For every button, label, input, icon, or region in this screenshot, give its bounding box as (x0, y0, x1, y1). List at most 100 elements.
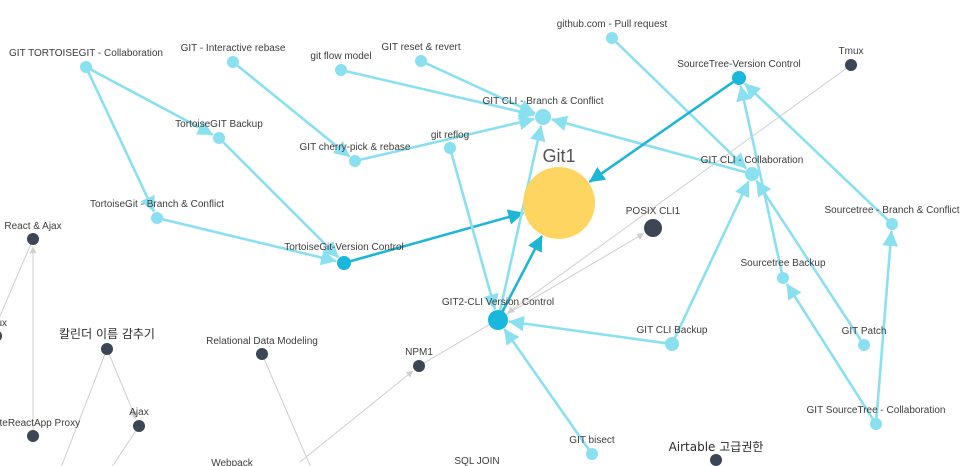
node-tmux-partial[interactable]: ux (0, 318, 7, 342)
node-circle-npm[interactable] (413, 360, 425, 372)
node-circle-st-backup[interactable] (777, 272, 789, 284)
node-label-npm: NPM1 (405, 347, 433, 358)
edge-interactive-rebase-to-cherry-pick (236, 64, 351, 158)
node-circle-reset-revert[interactable] (415, 55, 427, 67)
node-st-backup[interactable]: Sourcetree Backup (740, 258, 826, 284)
edge-tortoise-backup-to-tortoise-vc (221, 140, 339, 258)
edge-st-backup-to-st-vc (736, 85, 784, 274)
edge-cherry-pick-to-cli-branch (359, 114, 535, 161)
node-circle-tmux-partial[interactable] (0, 330, 2, 342)
node-react-ajax[interactable]: React & Ajax (4, 221, 62, 245)
node-npm[interactable]: NPM1 (405, 347, 433, 372)
node-interactive-rebase[interactable]: GIT - Interactive rebase (181, 43, 286, 68)
node-st-collab[interactable]: GIT SourceTree - Collaboration (807, 405, 946, 430)
node-cherry-pick[interactable]: GIT cherry-pick & rebase (300, 142, 411, 167)
edge-git2-cli-to-git1 (501, 235, 543, 313)
node-sql-join[interactable]: SQL JOIN (454, 456, 499, 466)
node-circle-tortoise-backup[interactable] (213, 132, 225, 144)
edge-st-collab-to-st-branch (875, 230, 899, 420)
node-circle-posix[interactable] (644, 219, 662, 237)
node-circle-airtable[interactable] (710, 454, 722, 466)
edge-github-pr-to-cli-collab (615, 40, 747, 170)
node-circle-react-ajax[interactable] (27, 233, 39, 245)
node-cli-backup[interactable]: GIT CLI Backup (637, 325, 708, 351)
node-bisect[interactable]: GIT bisect (569, 435, 615, 460)
edge-tmux-to-git2-cli (507, 68, 847, 314)
node-circle-bisect[interactable] (586, 448, 598, 460)
node-circle-interactive-rebase[interactable] (227, 56, 239, 68)
edge-st-collab-to-st-backup (785, 283, 875, 421)
node-ajax[interactable]: Ajax (129, 407, 149, 432)
node-proxy[interactable]: ateReactApp Proxy (0, 418, 80, 442)
node-label-tortoise-branch: TortoiseGit - Branch & Conflict (90, 199, 224, 210)
node-circle-st-vc[interactable] (732, 71, 746, 85)
node-label-tmux-partial: ux (0, 318, 7, 329)
node-circle-flow-model[interactable] (335, 64, 347, 76)
node-circle-git1[interactable] (523, 167, 595, 239)
node-circle-git2-cli[interactable] (488, 310, 508, 330)
node-label-st-collab: GIT SourceTree - Collaboration (807, 405, 946, 416)
node-git2-cli[interactable]: GIT2-CLI Version Control (442, 297, 554, 330)
node-github-pr[interactable]: github.com - Pull request (557, 19, 668, 44)
node-posix[interactable]: POSIX CLI1 (626, 206, 681, 237)
node-circle-proxy[interactable] (27, 430, 39, 442)
node-label-tortoise-vc: TortoiseGit-Version Control (284, 242, 404, 253)
node-calendar[interactable]: 칼린더 이름 감추기 (59, 327, 155, 355)
node-label-airtable: Airtable 고급권한 (669, 440, 764, 454)
node-circle-st-collab[interactable] (870, 418, 882, 430)
node-label-bisect: GIT bisect (569, 435, 615, 446)
node-label-calendar: 칼린더 이름 감추기 (59, 327, 155, 341)
edge-calendar-to-ajax (108, 354, 137, 420)
node-label-cherry-pick: GIT cherry-pick & rebase (300, 142, 411, 153)
node-circle-tortoise-collab[interactable] (80, 61, 92, 73)
node-label-reset-revert: GIT reset & revert (381, 42, 461, 53)
node-label-ajax: Ajax (129, 407, 148, 418)
node-tortoise-branch[interactable]: TortoiseGit - Branch & Conflict (90, 199, 224, 224)
edge-tortoise-vc-to-git1 (349, 209, 524, 263)
node-label-cli-branch: GIT CLI - Branch & Conflict (483, 96, 604, 107)
node-git1[interactable]: Git1 (523, 146, 595, 239)
node-circle-st-branch[interactable] (886, 218, 898, 230)
node-circle-cherry-pick[interactable] (349, 155, 361, 167)
node-circle-tmux[interactable] (845, 59, 857, 71)
node-label-tortoise-collab: GIT TORTOISEGIT - Collaboration (9, 48, 163, 59)
node-git-patch[interactable]: GIT Patch (842, 326, 887, 351)
node-label-proxy: ateReactApp Proxy (0, 418, 80, 429)
node-circle-tortoise-vc[interactable] (337, 256, 351, 270)
node-relational[interactable]: Relational Data Modeling (206, 336, 318, 360)
node-label-tortoise-backup: TortoiseGIT Backup (175, 119, 263, 130)
edge-flow-model-to-cli-branch (345, 70, 535, 120)
node-tortoise-backup[interactable]: TortoiseGIT Backup (175, 119, 263, 144)
edge-npm-to-posix (423, 233, 645, 364)
node-cli-branch[interactable]: GIT CLI - Branch & Conflict (483, 96, 604, 125)
edge-reset-revert-to-cli-branch (425, 62, 536, 115)
edge-react-ajax-to-left-edge-1 (0, 244, 32, 318)
node-webpack[interactable]: Webpack (211, 458, 254, 466)
node-circle-tortoise-branch[interactable] (151, 212, 163, 224)
node-tmux[interactable]: Tmux (839, 46, 864, 71)
node-circle-cli-branch[interactable] (535, 109, 551, 125)
node-label-sql-join: SQL JOIN (454, 456, 499, 466)
node-reset-revert[interactable]: GIT reset & revert (381, 42, 461, 67)
node-label-reflog: git reflog (431, 130, 469, 141)
node-circle-relational[interactable] (256, 348, 268, 360)
node-cli-collab[interactable]: GIT CLI - Collaboration (701, 155, 804, 181)
node-circle-ajax[interactable] (133, 420, 145, 432)
node-circle-cli-backup[interactable] (665, 337, 679, 351)
node-circle-reflog[interactable] (444, 142, 456, 154)
node-label-git1: Git1 (542, 146, 575, 166)
node-tortoise-collab[interactable]: GIT TORTOISEGIT - Collaboration (9, 48, 163, 73)
node-flow-model[interactable]: git flow model (310, 51, 372, 76)
node-airtable[interactable]: Airtable 고급권한 (669, 440, 764, 466)
node-reflog[interactable]: git reflog (431, 130, 469, 154)
node-st-branch[interactable]: Sourcetree - Branch & Conflict (824, 205, 960, 230)
edge-bisect-to-git2-cli (503, 328, 590, 451)
edge-ajax-to-bottom-edge-2 (112, 430, 137, 466)
node-circle-cli-collab[interactable] (745, 167, 759, 181)
node-circle-calendar[interactable] (101, 343, 113, 355)
node-circle-github-pr[interactable] (606, 32, 618, 44)
node-circle-git-patch[interactable] (858, 339, 870, 351)
node-st-vc[interactable]: SourceTree-Version Control (677, 59, 801, 85)
node-tortoise-vc[interactable]: TortoiseGit-Version Control (284, 242, 404, 270)
